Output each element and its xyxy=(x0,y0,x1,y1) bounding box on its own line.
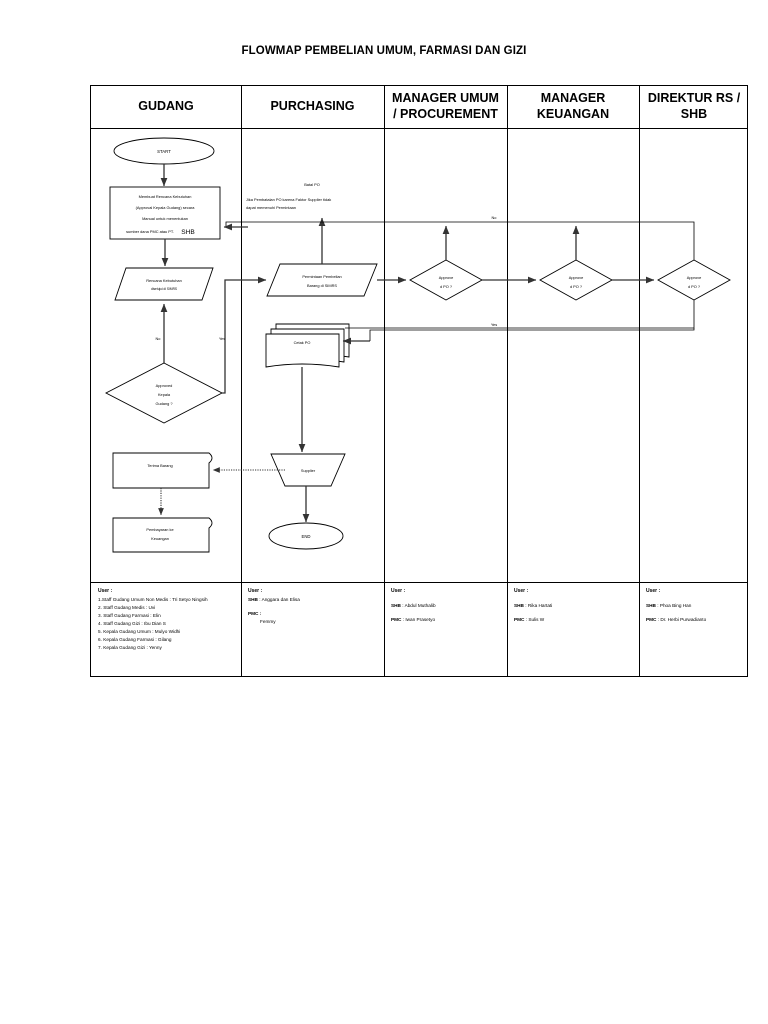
column-header-gudang: GUDANG xyxy=(138,99,194,114)
header-line-2: SHB xyxy=(680,107,708,121)
shb-separator: : xyxy=(257,596,262,602)
pmc-label: PMC xyxy=(514,616,525,622)
column-header-direktur: DIREKTUR RS / SHB xyxy=(639,86,749,128)
list-item: SHB : Abdul Muthalib xyxy=(391,602,501,610)
header-line-1: MANAGER xyxy=(540,91,606,106)
list-item: SHB : Anggara dan Elisa xyxy=(248,596,378,604)
header-line-2: KEUANGAN xyxy=(536,107,610,121)
column-header-manager-keuangan: MANAGER KEUANGAN xyxy=(507,86,639,128)
pmc-label: PMC : xyxy=(248,610,262,616)
shb-name: Abdul Muthalib xyxy=(404,602,436,608)
footer-divider xyxy=(91,582,747,583)
list-item: SHB : Rika Hartati xyxy=(514,602,633,610)
pmc-separator: : xyxy=(524,616,529,622)
pmc-separator: : xyxy=(401,616,406,622)
footer-users-gudang: User : 1.Staff Gudang Umum Non Medis : T… xyxy=(91,580,241,676)
header-line-2: / PROCUREMENT xyxy=(393,107,498,121)
pmc-separator: : xyxy=(656,616,661,622)
shb-name: Rika Hartati xyxy=(527,602,553,608)
list-item: 4. Staff Gudang Gizi : Ibu Dian S xyxy=(98,620,166,626)
column-divider-3 xyxy=(507,86,508,676)
footer-users-manager-keuangan: User : SHB : Rika Hartati PMC : Sulis W xyxy=(507,580,639,676)
pmc-label: PMC xyxy=(391,616,402,622)
list-item: SHB : Phoa Bing Han xyxy=(646,602,743,610)
pmc-name: Sulis W xyxy=(528,616,545,622)
user-label: User : xyxy=(248,588,263,594)
column-divider-2 xyxy=(384,86,385,676)
pmc-name: Dr. Herbi Purwadianto xyxy=(660,616,707,622)
list-item: 7. Kepala Gudang Gizi : Yenny xyxy=(98,645,162,651)
list-item: PMC : Iwan Prasetyo xyxy=(391,616,501,624)
shb-separator: : xyxy=(400,602,405,608)
column-header-manager-umum: MANAGER UMUM / PROCUREMENT xyxy=(384,86,507,128)
footer-users-direktur: User : SHB : Phoa Bing Han PMC : Dr. Her… xyxy=(639,580,749,676)
list-item: 3. Staff Gudang Farmasi : Elin xyxy=(98,612,161,618)
column-divider-4 xyxy=(639,86,640,676)
footer-users-purchasing: User : SHB : Anggara dan Elisa PMC : Fem… xyxy=(241,580,384,676)
list-item: PMC : Dr. Herbi Purwadianto xyxy=(646,616,743,624)
shb-name: Anggara dan Elisa xyxy=(261,596,300,602)
list-item: PMC : Sulis W xyxy=(514,616,633,624)
header-line-1: DIREKTUR RS / xyxy=(647,91,741,106)
pmc-name: Iwan Prasetyo xyxy=(405,616,436,622)
shb-separator: : xyxy=(655,602,660,608)
shb-label: SHB xyxy=(646,602,656,608)
shb-label: SHB xyxy=(514,602,524,608)
swimlane-table: GUDANG PURCHASING MANAGER UMUM / PROCURE… xyxy=(90,85,748,677)
header-divider xyxy=(91,128,747,129)
pmc-name: Femmy xyxy=(260,618,276,624)
shb-separator: : xyxy=(523,602,528,608)
list-item: 1.Staff Gudang Umum Non Medis : Tri Sety… xyxy=(98,596,208,602)
user-label: User : xyxy=(646,588,661,594)
shb-name: Phoa Bing Han xyxy=(659,602,692,608)
user-label: User : xyxy=(98,588,113,594)
list-item: 5. Kepala Gudang Umum : Mulyo Widhi xyxy=(98,628,181,634)
list-item: 2. Staff Gudang Medis : Uvi xyxy=(98,604,156,610)
list-item: 6. Kepala Gudang Farmasi : Gilang xyxy=(98,636,172,642)
user-label: User : xyxy=(514,588,529,594)
header-line-1: MANAGER UMUM xyxy=(392,91,499,106)
shb-label: SHB xyxy=(391,602,401,608)
page-title: FLOWMAP PEMBELIAN UMUM, FARMASI DAN GIZI xyxy=(241,45,527,57)
footer-users-manager-umum: User : SHB : Abdul Muthalib PMC : Iwan P… xyxy=(384,580,507,676)
shb-label: SHB xyxy=(248,596,258,602)
column-header-purchasing: PURCHASING xyxy=(270,99,355,114)
pmc-label: PMC xyxy=(646,616,657,622)
user-label: User : xyxy=(391,588,406,594)
